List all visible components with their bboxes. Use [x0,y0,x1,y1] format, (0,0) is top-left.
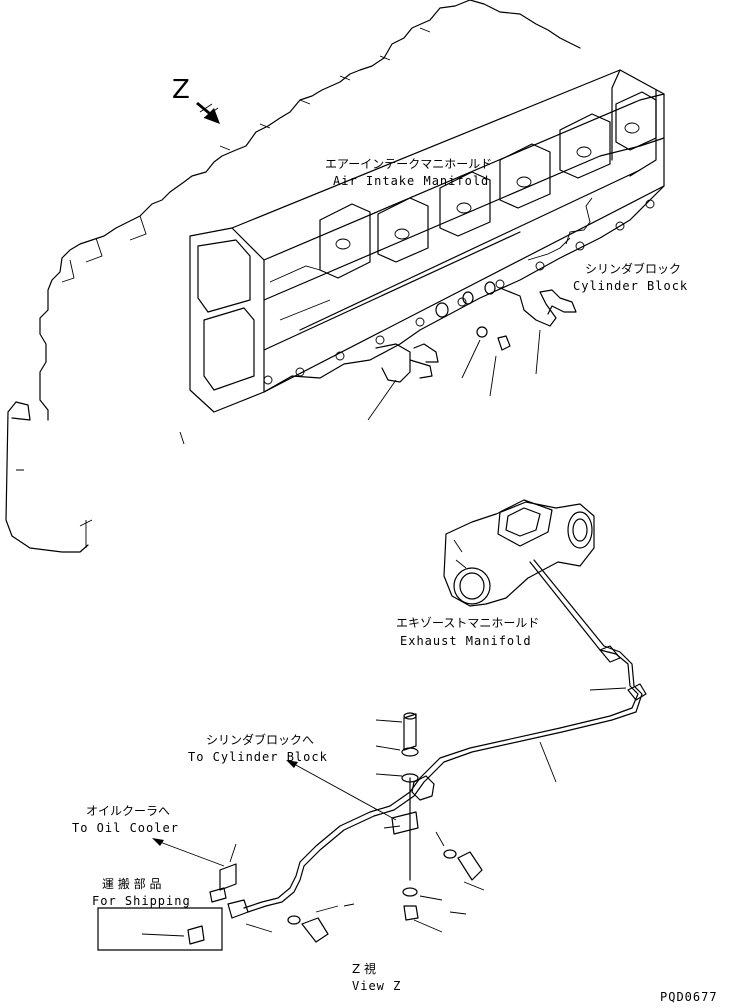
fasteners [142,688,626,944]
view-z-label-jp: Z 視 [352,962,377,976]
view-marker: Z [172,75,191,105]
drawing-code: PQD0677 [660,990,718,1004]
to-cylinder-block-label-en: To Cylinder Block [188,750,328,764]
for-shipping-label-en: For Shipping [92,894,191,908]
to-cylinder-block-label-jp: シリンダブロックへ [206,733,315,747]
view-z-label-en: View Z [352,979,402,993]
cylinder-block-label-jp: シリンダブロック [585,262,682,276]
exhaust-manifold-label-jp: エキゾーストマニホールド [396,616,540,630]
leader-arrows [152,760,396,866]
view-direction-arrow [196,102,220,124]
air-intake-manifold [190,70,664,412]
to-oil-cooler-label-en: To Oil Cooler [72,821,179,835]
engine-block-outline [6,0,592,552]
exhaust-manifold [444,500,594,606]
cylinder-block-label-en: Cylinder Block [573,279,689,293]
intake-fittings [368,282,576,420]
air-intake-label-en: Air Intake Manifold [333,174,490,188]
to-oil-cooler-label-jp: オイルクーラへ [86,804,171,818]
oil-pipe-assembly [228,560,646,918]
exhaust-manifold-label-en: Exhaust Manifold [400,634,532,648]
for-shipping-label-jp: 運 搬 部 品 [102,877,162,891]
shipping-box [98,908,222,950]
air-intake-label-jp: エアーインテークマニホールド [325,157,493,171]
